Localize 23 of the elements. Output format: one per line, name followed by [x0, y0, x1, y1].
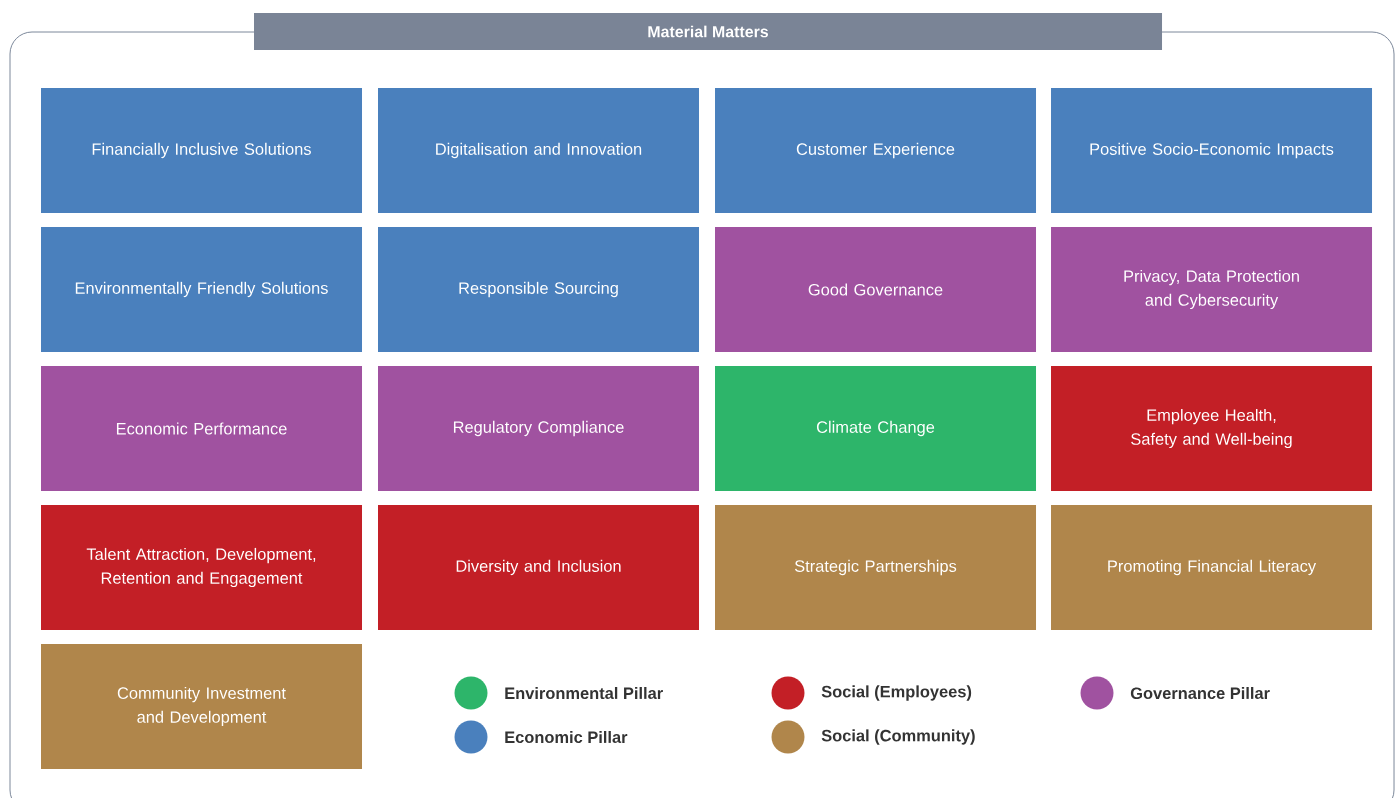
matter-box: Privacy, Data Protection and Cybersecurity — [1051, 227, 1372, 352]
matter-box: Financially Inclusive Solutions — [41, 88, 362, 213]
matter-box: Positive Socio-Economic Impacts — [1051, 88, 1372, 213]
matter-box: Environmentally Friendly Solutions — [41, 227, 362, 352]
matter-box: Customer Experience — [715, 88, 1036, 213]
matter-box: Community Investment and Development — [41, 644, 362, 769]
matter-box: Good Governance — [715, 227, 1036, 352]
title-bar: Material Matters — [254, 13, 1162, 50]
legend-label: Environmental Pillar — [505, 687, 663, 700]
matter-box: Economic Performance — [41, 366, 362, 491]
legend-label: Governance Pillar — [1130, 687, 1270, 700]
legend-label: Economic Pillar — [505, 731, 628, 744]
matter-box: Regulatory Compliance — [378, 366, 699, 491]
legend-label: Social (Employees) — [821, 685, 972, 701]
matter-box: Digitalisation and Innovation — [378, 88, 699, 213]
matter-box: Climate Change — [715, 366, 1036, 491]
matter-box: Diversity and Inclusion — [378, 505, 699, 630]
matter-box: Employee Health, Safety and Well-being — [1051, 366, 1372, 491]
legend-label: Social (Community) — [821, 729, 975, 745]
matter-box: Promoting Financial Literacy — [1051, 505, 1372, 630]
matter-box: Strategic Partnerships — [715, 505, 1036, 630]
matter-box: Talent Attraction, Development, Retention and Engagement — [41, 505, 362, 630]
matter-box: Responsible Sourcing — [378, 227, 699, 352]
